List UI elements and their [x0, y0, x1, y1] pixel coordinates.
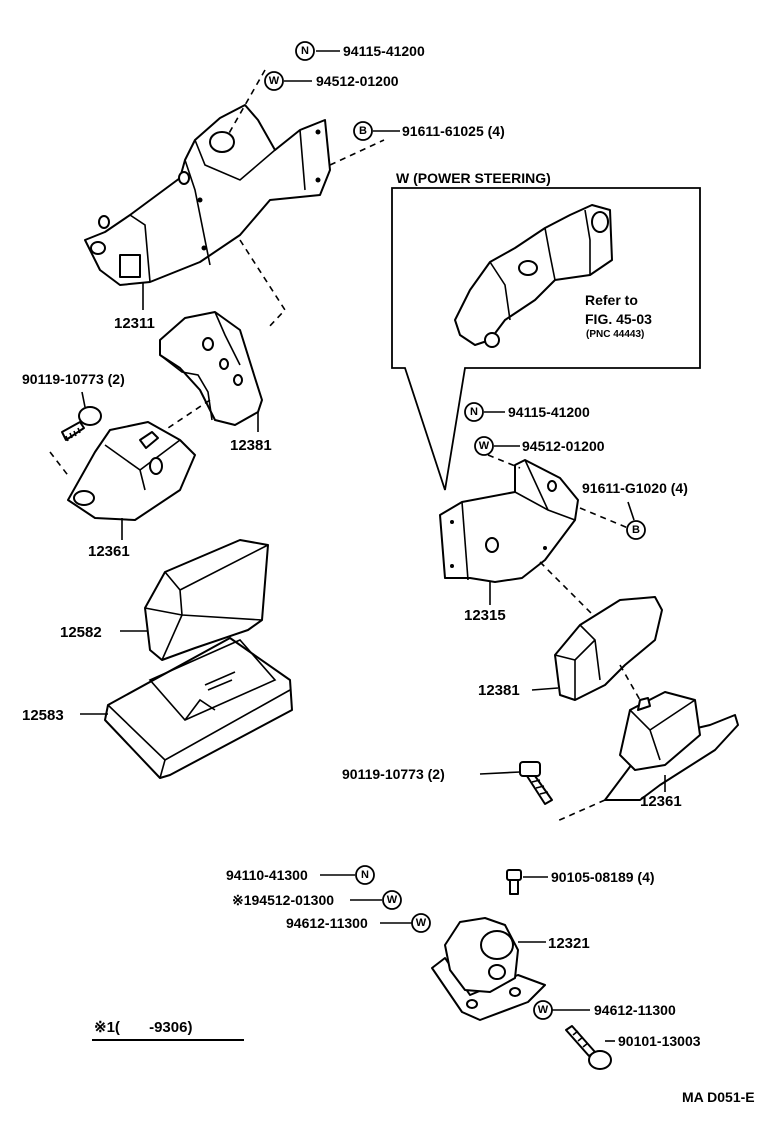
- footnote: ※1( -9306): [94, 1019, 192, 1036]
- refer-line-3: (PNC 44443): [586, 329, 644, 340]
- bracket-12311: [84, 104, 331, 286]
- label-90101: 90101-13003: [618, 1033, 701, 1049]
- label-12381-left: 12381: [230, 437, 272, 454]
- mount-12321: [431, 917, 546, 1021]
- label-w-bottom-3: 94612-11300: [594, 1002, 676, 1018]
- svg-text:B: B: [632, 524, 640, 536]
- bolt-symbol-top: B: [353, 121, 373, 141]
- label-n-top: 94115-41200: [343, 43, 425, 59]
- svg-text:N: N: [470, 406, 478, 418]
- label-n-bottom: 94110-41300: [226, 867, 308, 883]
- label-w-right: 94512-01200: [522, 438, 605, 454]
- label-90105: 90105-08189 (4): [551, 869, 655, 885]
- label-b-top: 91611-61025 (4): [402, 123, 505, 139]
- refer-line-2: FIG. 45-03: [585, 311, 652, 327]
- tray-12583: [104, 637, 293, 779]
- label-w-bottom-1: ※194512-01300: [232, 892, 334, 908]
- washer-symbol-right: W: [474, 436, 494, 456]
- svg-text:W: W: [269, 75, 280, 87]
- label-90119-right: 90119-10773 (2): [342, 766, 445, 782]
- mount-12361-right: [604, 691, 739, 801]
- label-w-top: 94512-01200: [316, 73, 399, 89]
- svg-text:N: N: [301, 45, 309, 57]
- bracket-12315: [439, 459, 579, 583]
- label-12582: 12582: [60, 624, 102, 641]
- label-12381-right: 12381: [478, 682, 520, 699]
- washer-symbol-bottom-2: W: [411, 913, 431, 933]
- label-90119-left: 90119-10773 (2): [22, 371, 125, 387]
- mount-12361-left: [67, 421, 196, 521]
- svg-text:N: N: [361, 869, 369, 881]
- washer-symbol-top: W: [264, 71, 284, 91]
- bolt-90105: [506, 869, 522, 895]
- label-12361-right: 12361: [640, 793, 682, 810]
- bolt-90101: [565, 1025, 612, 1070]
- bolt-symbol-right: B: [626, 520, 646, 540]
- label-b-right: 91611-G1020 (4): [582, 480, 688, 496]
- bolt-90119-right: [519, 761, 553, 805]
- label-12583: 12583: [22, 707, 64, 724]
- label-12361-left: 12361: [88, 543, 130, 560]
- nut-symbol-top: N: [295, 41, 315, 61]
- label-12315: 12315: [464, 607, 506, 624]
- washer-symbol-bottom-3: W: [533, 1000, 553, 1020]
- inset-power-steering: [391, 187, 701, 491]
- mount-12381-left: [159, 311, 263, 426]
- svg-text:W: W: [387, 894, 398, 906]
- svg-text:W: W: [479, 440, 490, 452]
- label-12311: 12311: [114, 315, 155, 332]
- refer-line-1: Refer to: [585, 292, 638, 308]
- washer-symbol-bottom-1: W: [382, 890, 402, 910]
- nut-symbol-bottom: N: [355, 865, 375, 885]
- label-n-right: 94115-41200: [508, 404, 590, 420]
- inset-title: W (POWER STEERING): [396, 170, 551, 186]
- bolt-90119-left: [61, 406, 102, 442]
- svg-text:W: W: [416, 917, 427, 929]
- label-w-bottom-2: 94612-11300: [286, 915, 368, 931]
- nut-symbol-right: N: [464, 402, 484, 422]
- svg-text:W: W: [538, 1004, 549, 1016]
- label-12321: 12321: [548, 935, 590, 952]
- block-12582: [144, 539, 269, 661]
- diagram-code: MA D051-E: [682, 1089, 755, 1105]
- svg-text:B: B: [359, 125, 367, 137]
- mount-12381-right: [554, 596, 663, 701]
